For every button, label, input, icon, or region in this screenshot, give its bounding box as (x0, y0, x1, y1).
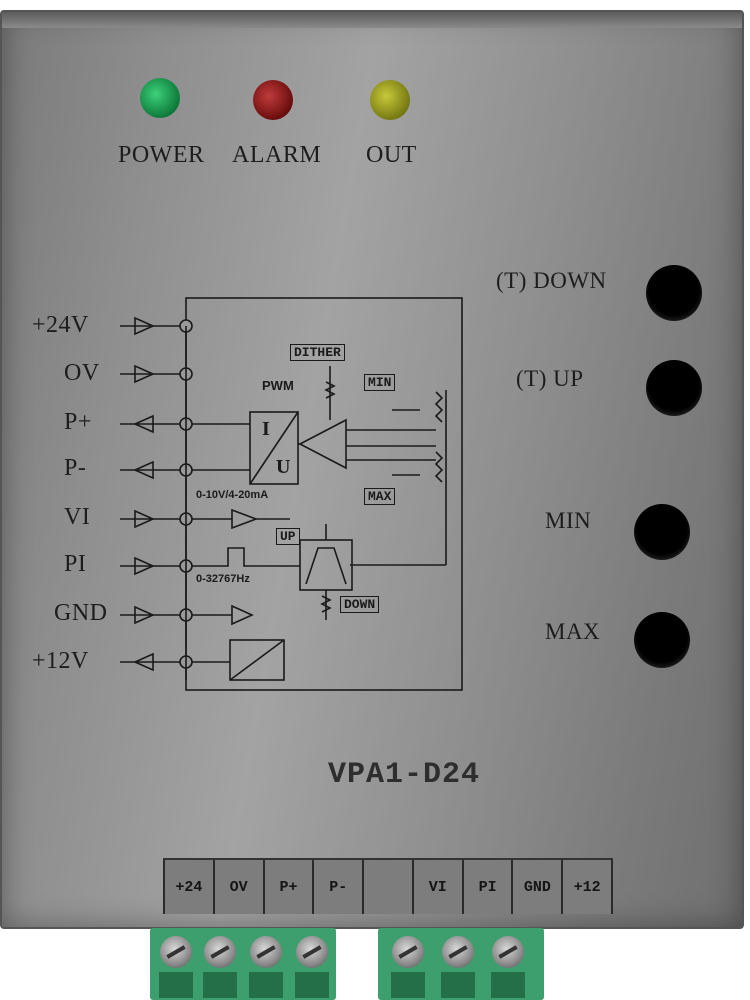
wire-slot[interactable] (203, 972, 237, 998)
min-box-label: MIN (364, 374, 396, 391)
analog-range-label: 0-10V/4-20mA (196, 489, 269, 501)
terminal-label: PI (461, 860, 512, 914)
pin-label-24v: +24V (32, 312, 89, 338)
out-led (370, 80, 410, 120)
pin-label-p-plus: P+ (64, 409, 92, 435)
t-up-adjust-hole[interactable] (646, 360, 702, 416)
terminal-label: +12 (561, 860, 614, 914)
t-down-adjust-hole[interactable] (646, 265, 702, 321)
alarm-led (253, 80, 293, 120)
alarm-label: ALARM (232, 142, 322, 168)
terminal-label: P+ (262, 860, 313, 914)
t-up-label: (T) UP (516, 366, 584, 391)
wire-slot[interactable] (295, 972, 329, 998)
min-label: MIN (545, 508, 592, 533)
terminal-label: P- (312, 860, 362, 914)
wire-slot[interactable] (249, 972, 283, 998)
wire-slot[interactable] (441, 972, 475, 998)
terminal-screw[interactable] (204, 936, 236, 968)
terminal-screw[interactable] (160, 936, 192, 968)
terminal-screw[interactable] (442, 936, 474, 968)
terminal-screw[interactable] (492, 936, 524, 968)
terminal-label: VI (411, 860, 462, 914)
pin-label-p-minus: P- (64, 455, 87, 481)
pin-label-pi: PI (64, 551, 87, 577)
power-label: POWER (118, 142, 205, 168)
power-led (140, 78, 180, 118)
terminal-label: OV (212, 860, 263, 914)
out-label: OUT (366, 142, 417, 168)
terminal-screw[interactable] (250, 936, 282, 968)
max-label: MAX (545, 619, 601, 644)
terminal-label: GND (511, 860, 561, 914)
terminal-label: +24 (163, 860, 213, 914)
pin-label-12v: +12V (32, 648, 89, 674)
terminal-label (362, 860, 412, 914)
wire-slot[interactable] (491, 972, 525, 998)
pin-lines (120, 316, 193, 672)
iu-bottom-letter: U (276, 456, 291, 478)
down-box-label: DOWN (340, 596, 380, 613)
dither-box-label: DITHER (290, 344, 345, 361)
wire-slot[interactable] (391, 972, 425, 998)
wire-slot[interactable] (159, 972, 193, 998)
pin-label-vi: VI (64, 504, 91, 530)
pin-label-gnd: GND (54, 600, 108, 626)
max-box-label: MAX (364, 488, 396, 505)
iu-top-letter: I (262, 418, 270, 440)
max-adjust-hole[interactable] (634, 612, 690, 668)
terminal-screw[interactable] (392, 936, 424, 968)
t-down-label: (T) DOWN (496, 268, 607, 293)
pwm-label: PWM (262, 378, 294, 393)
terminal-label-strip: +24 OV P+ P- VI PI GND +12 (163, 858, 614, 914)
min-adjust-hole[interactable] (634, 504, 690, 560)
up-box-label: UP (276, 528, 300, 545)
frequency-range-label: 0-32767Hz (196, 573, 250, 585)
model-number: VPA1-D24 (328, 758, 481, 792)
pin-label-0v: OV (64, 360, 100, 386)
terminal-screw[interactable] (296, 936, 328, 968)
